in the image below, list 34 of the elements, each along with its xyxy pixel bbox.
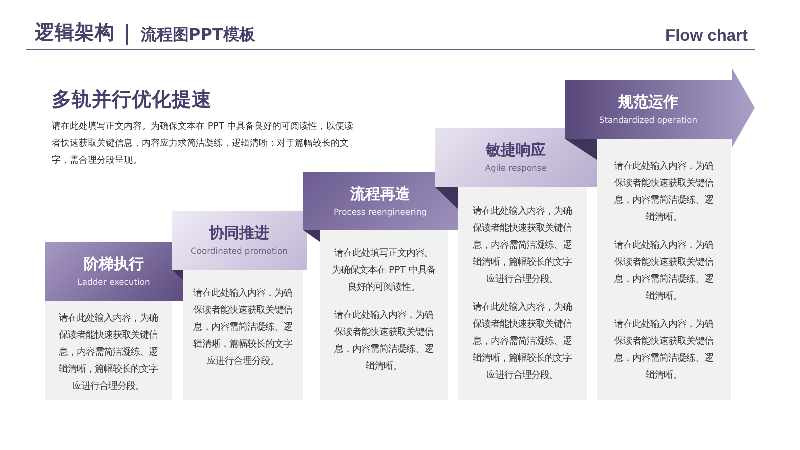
body-text: 请在此处填写正文内容。为确保文本在 PPT 中具备良好的可阅读性。: [331, 247, 437, 295]
step-subtitle: Process reengineering: [334, 206, 427, 218]
body-text: 请在此处输入内容，为确保读者能快速获取关键信息，内容需简洁凝练、逻辑清晰，篇幅较长的文字应进行合理分段。: [58, 312, 160, 394]
body-text: 请在此处输入内容，为确保读者能快速获取关键信息，内容需简洁凝练、逻辑清晰。: [614, 318, 715, 383]
text-card: [183, 270, 303, 400]
step-title: 规范运作: [618, 93, 678, 112]
step-title: 阶梯执行: [84, 255, 144, 274]
step-subtitle: Coordinated promotion: [191, 246, 288, 257]
text-card: [45, 301, 172, 400]
body-text: 请在此处输入内容，为确保读者能快速获取关键信息，内容需简洁凝练、逻辑清晰，篇幅较长的文字应进行合理分段。: [192, 287, 294, 369]
section-tag: Flow chart: [665, 25, 748, 47]
step-banner: [45, 242, 183, 301]
intro-paragraph: 请在此处填写正文内容。为确保文本在 PPT 中具备良好的可阅读性，以便读者快速获取关键信息，内容应力求简洁凝练，逻辑清晰；对于篇幅较长的文字，需合理分段呈现。: [52, 120, 354, 168]
step-title: 流程再造: [350, 184, 410, 204]
body-text: 请在此处输入内容，为确保读者能快速获取关键信息，内容需简洁凝练、逻辑清晰，篇幅较长的文字应进行合理分段。: [472, 301, 574, 383]
page-subtitle: 流程图PPT模板: [141, 24, 256, 46]
body-text: 请在此处输入内容，为确保读者能快速获取关键信息，内容需简洁凝练、逻辑清晰，篇幅较长的文字应进行合理分段。: [472, 205, 574, 287]
step-banner: [172, 211, 307, 270]
section-heading: 多轨并行优化提速: [52, 87, 212, 113]
step-subtitle: Agile response: [485, 163, 547, 174]
step-subtitle: Ladder execution: [78, 277, 150, 288]
body-text: 请在此处输入内容，为确保读者能快速获取关键信息，内容需简洁凝练、逻辑清晰。: [334, 309, 435, 374]
text-card: [597, 139, 731, 400]
step-subtitle: Standardized operation: [599, 115, 698, 126]
text-card: [458, 187, 587, 400]
arrow-banner: [565, 68, 755, 148]
step-banner: [435, 128, 597, 187]
body-text: 请在此处输入内容，为确保读者能快速获取关键信息，内容需简洁凝练、逻辑清晰。: [614, 239, 715, 304]
step-title: 协同推进: [210, 224, 270, 243]
page-title: 逻辑架构: [35, 20, 115, 46]
body-text: 请在此处输入内容，为确保读者能快速获取关键信息，内容需简洁凝练、逻辑清晰。: [614, 160, 715, 225]
step-banner: [303, 172, 458, 230]
step-title: 敏捷响应: [486, 141, 546, 160]
text-card: [320, 230, 448, 400]
